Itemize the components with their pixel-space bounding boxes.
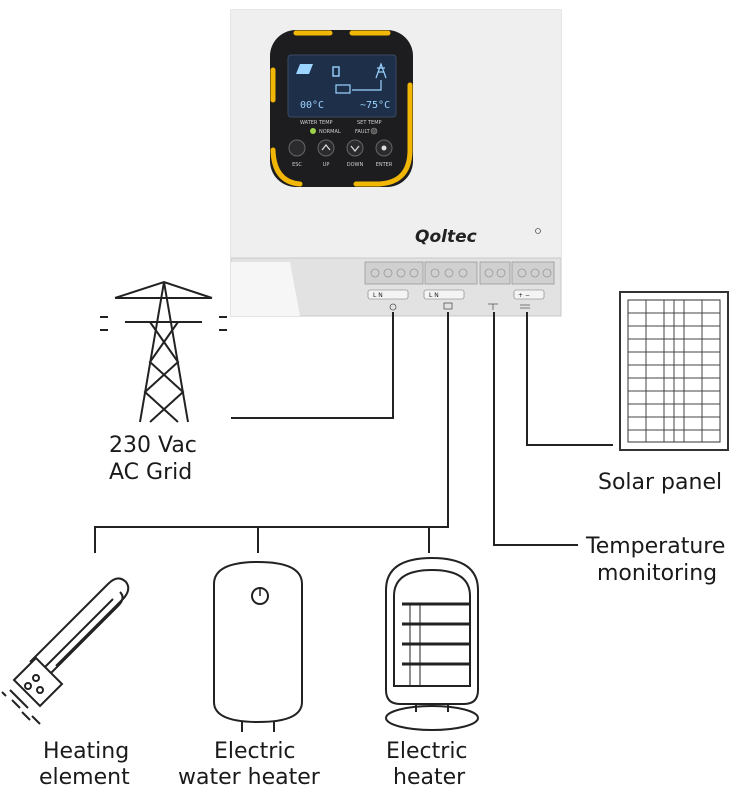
terminal-symbols [389, 302, 530, 311]
side-cover [231, 262, 300, 316]
enter-button[interactable]: ENTER [375, 139, 393, 168]
lcd-water-temp: 00°C [300, 100, 324, 111]
load-wire [94, 312, 449, 553]
lcd-set-temp: ~75°C [360, 100, 390, 111]
lcd-solar-icon [296, 64, 313, 74]
grid-wire [231, 312, 394, 419]
solar-wire [526, 312, 613, 446]
pv-terminal-label-box [513, 289, 545, 300]
terminal-screws [364, 261, 555, 285]
water-heater-label-line1: Electric [214, 739, 296, 764]
fault-label: FAULT [355, 129, 371, 135]
fault-led-icon [370, 127, 378, 135]
up-button-label: UP [323, 162, 330, 168]
enter-button-label: ENTER [376, 162, 393, 168]
power-tower-icon [100, 280, 227, 423]
grid-label-line1: 230 Vac [109, 433, 197, 458]
water-heater-label-line2: water heater [178, 765, 321, 790]
lcd-flow-arrow [352, 80, 382, 91]
heating-label-line1: Heating [43, 739, 129, 764]
grid-terminal-label-box [367, 289, 409, 300]
heating-element-icon [1, 577, 130, 725]
brand-logo: Qoltec [415, 227, 477, 247]
controller-unit: 00°C ~75°C WATER TEMP SET TEMP NORMAL FA… [230, 9, 562, 317]
esc-button[interactable]: ESC [288, 139, 306, 168]
up-button[interactable]: UP [317, 139, 335, 168]
solar-panel-icon [619, 291, 729, 451]
normal-label: NORMAL [319, 129, 341, 135]
temp-sensor-wire [493, 312, 578, 546]
pv-terminal-label: + − [518, 292, 530, 299]
wires [94, 312, 613, 553]
accent-bottom-left [270, 147, 303, 187]
grid-terminal-label: L N [373, 292, 383, 299]
esc-button-label: ESC [292, 162, 302, 168]
lcd-tower-icon [375, 62, 387, 79]
load-terminal-label-box [423, 289, 465, 300]
chevron-up-icon [321, 144, 331, 151]
heater-label-line2: heater [393, 765, 466, 790]
lcd-tank-icon [335, 84, 351, 94]
chevron-down-icon [350, 145, 360, 152]
set-temp-label: SET TEMP [357, 120, 382, 126]
accent-bottom-right [353, 82, 413, 187]
temperature-label-line1: Temperature [585, 534, 725, 559]
heating-label-line2: element [39, 765, 130, 790]
water-heater-icon [213, 560, 303, 732]
lcd-status-icon [332, 66, 340, 77]
registered-mark-icon [535, 228, 541, 234]
electric-heater-icon [385, 556, 479, 731]
heater-label-line1: Electric [386, 739, 468, 764]
grid-label-line2: AC Grid [109, 460, 192, 485]
load-terminal-label: L N [429, 292, 439, 299]
temperature-label-line2: monitoring [597, 561, 717, 586]
enter-dot-icon [381, 145, 387, 151]
down-button-label: DOWN [347, 162, 364, 168]
solar-label: Solar panel [598, 470, 722, 495]
normal-led-icon [310, 128, 316, 134]
water-temp-label: WATER TEMP [300, 120, 333, 126]
lcd-screen [287, 54, 397, 118]
down-button[interactable]: DOWN [346, 139, 364, 168]
